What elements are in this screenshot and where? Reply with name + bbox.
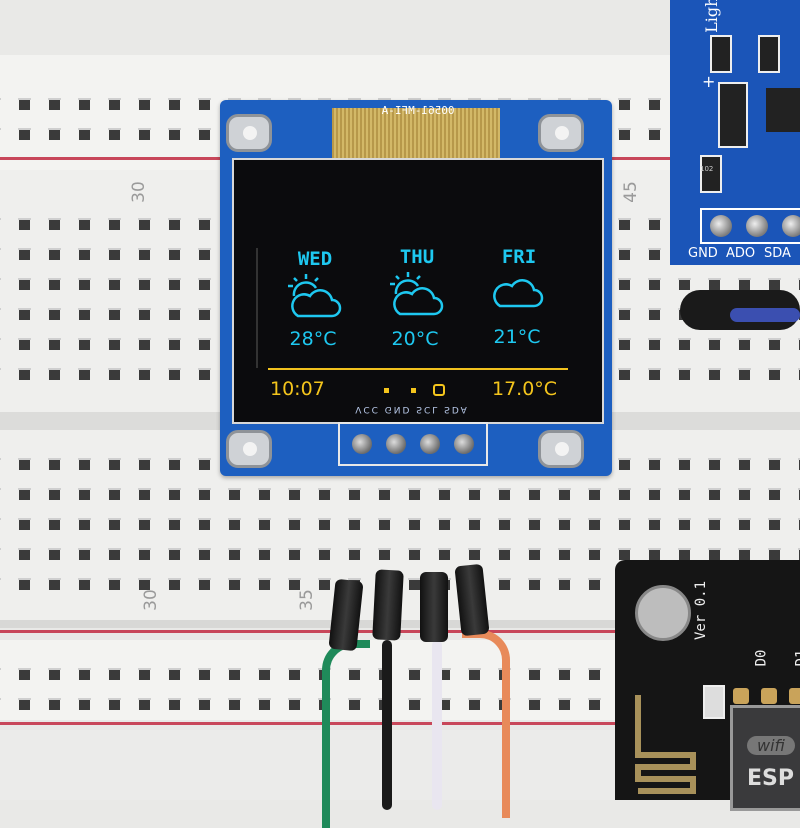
pin-ado [746, 215, 768, 237]
oled-screen: WED THU FRI 28°C 20°C 21°C 10:07 [232, 158, 604, 424]
led [703, 685, 725, 719]
mounting-hole [538, 430, 584, 468]
page-dot [411, 388, 416, 393]
pin-label: SDA [764, 246, 791, 261]
page-dot [384, 388, 389, 393]
forecast-day: FRI [501, 246, 537, 268]
cloud-icon [493, 279, 544, 308]
pin [420, 434, 440, 454]
mounting-hole [226, 430, 272, 468]
pin-gnd [710, 215, 732, 237]
sun-behind-cloud-icon [288, 274, 342, 318]
pin-header [338, 422, 488, 466]
pin [454, 434, 474, 454]
mounting-hole [635, 585, 691, 641]
page-dot-active [433, 384, 445, 396]
wire-orange [462, 630, 510, 818]
column-number: 35 [296, 589, 317, 611]
forecast-day: THU [399, 246, 435, 268]
dupont-plug [372, 569, 404, 641]
column-number: 45 [620, 181, 641, 203]
forecast-day: WED [297, 248, 333, 270]
pin-sda [782, 215, 800, 237]
pin [386, 434, 406, 454]
sensor-chip [766, 88, 800, 132]
plus-mark: + [702, 72, 716, 91]
wifi-logo: wifi [747, 736, 795, 755]
sun-behind-cloud-icon [390, 272, 444, 316]
mounting-hole [226, 114, 272, 152]
regulator-chip [718, 82, 748, 148]
forecast-temp: 21°C [493, 326, 541, 348]
resistor-code: 102 [700, 165, 714, 173]
antenna-trace [635, 695, 696, 794]
pin-label: D1 [793, 649, 800, 667]
pin-label: D0 [753, 649, 770, 667]
pin [352, 434, 372, 454]
sensor-title: Light [701, 0, 721, 33]
column-number: 30 [128, 181, 149, 203]
wire-black [382, 640, 392, 810]
chip-text: ESP [747, 766, 794, 791]
flex-label: 00561-MFI-A [381, 104, 455, 117]
divider-line [268, 368, 568, 370]
mounting-hole [538, 114, 584, 152]
forecast-temp: 28°C [289, 328, 337, 350]
sensor-wire [730, 308, 800, 322]
rail-line [0, 722, 800, 725]
resistor [700, 155, 722, 193]
clock-time: 10:07 [270, 378, 325, 400]
resistor [758, 35, 780, 73]
esp-chip: wifi ESP [730, 705, 800, 811]
board-version: Ver 0.1 [693, 580, 709, 640]
pin-label: GND [688, 246, 718, 261]
current-temp: 17.0°C [492, 378, 558, 400]
flex-cable [332, 108, 500, 164]
pin-labels: VCC GND SCL SDA [355, 404, 469, 414]
column-number: 30 [140, 589, 161, 611]
pin-label: ADO [726, 246, 756, 261]
wire-white [432, 640, 442, 810]
oled-module: 00561-MFI-A WED THU FRI 28°C 20°C 21°C [220, 100, 612, 476]
resistor [710, 35, 732, 73]
light-sensor-module: Light + 102 GND ADO SDA [670, 0, 800, 265]
dupont-plug [420, 572, 448, 642]
esp-board: Ver 0.1 D0 D1 wifi ESP [615, 560, 800, 811]
forecast-temp: 20°C [391, 328, 439, 350]
